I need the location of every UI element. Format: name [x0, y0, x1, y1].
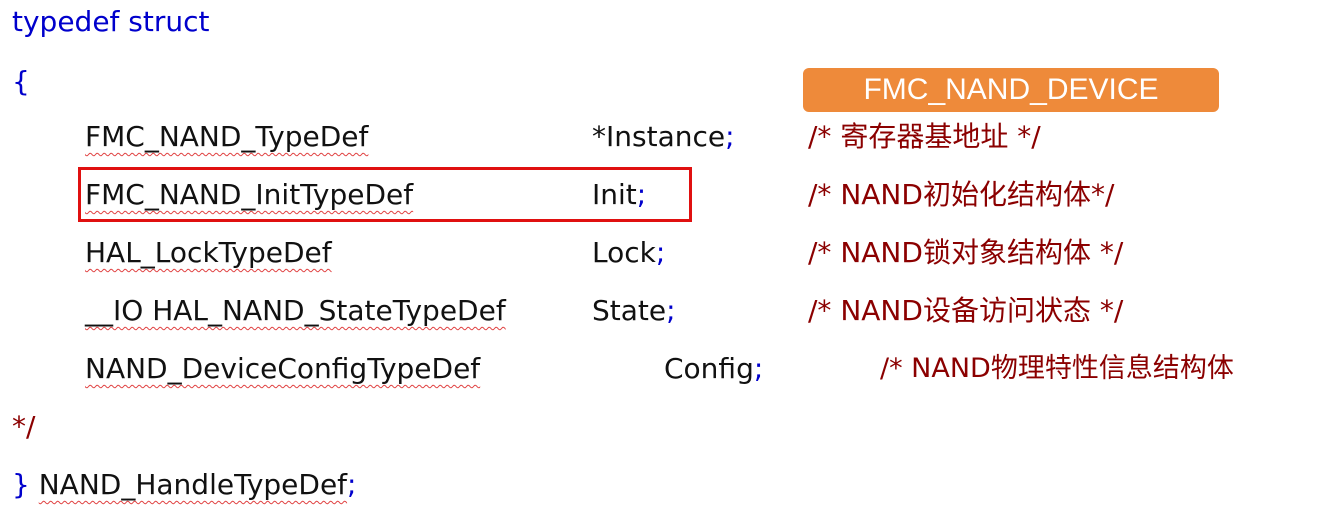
comment-tail: */	[12, 410, 36, 443]
highlight-box	[78, 167, 692, 222]
member-semicolon: ;	[753, 352, 764, 385]
member-name: Config;	[664, 349, 763, 389]
member-name: *Instance;	[592, 117, 735, 157]
member-name-text: State	[592, 294, 667, 327]
fmc-nand-device-badge: FMC_NAND_DEVICE	[803, 68, 1219, 112]
member-name: Lock;	[592, 233, 665, 273]
member-name-text: *Instance	[592, 120, 726, 153]
open-brace: {	[12, 65, 30, 98]
close-brace: }	[12, 468, 30, 501]
member-name-text: Config	[664, 352, 754, 385]
member-type: HAL_LockTypeDef	[85, 236, 332, 269]
member-name-text: Lock	[592, 236, 656, 269]
typedef-keyword: typedef struct	[12, 5, 210, 38]
member-comment: /* NAND锁对象结构体 */	[808, 236, 1124, 269]
member-type: FMC_NAND_TypeDef	[85, 120, 369, 153]
member-comment: /* NAND设备访问状态 */	[808, 294, 1124, 327]
member-type: NAND_DeviceConfigTypeDef	[85, 352, 481, 385]
member-semicolon: ;	[666, 294, 676, 327]
member-name: State;	[592, 291, 676, 331]
member-name: Init;	[592, 175, 646, 215]
member-comment: /* 寄存器基地址 */	[808, 120, 1041, 153]
closing-line: } NAND_HandleTypeDef;	[12, 465, 356, 505]
member-type: __IO HAL_NAND_StateTypeDef	[85, 294, 506, 327]
struct-name: NAND_HandleTypeDef	[38, 468, 348, 501]
member-name-text: Init	[592, 178, 637, 211]
member-semicolon: ;	[725, 120, 735, 153]
member-comment: /* NAND物理特性信息结构体	[880, 353, 1234, 384]
member-comment: /* NAND初始化结构体*/	[808, 178, 1115, 211]
member-semicolon: ;	[655, 236, 666, 269]
member-semicolon: ;	[636, 178, 647, 211]
member-type: FMC_NAND_InitTypeDef	[85, 178, 414, 211]
struct-semicolon: ;	[347, 468, 357, 501]
